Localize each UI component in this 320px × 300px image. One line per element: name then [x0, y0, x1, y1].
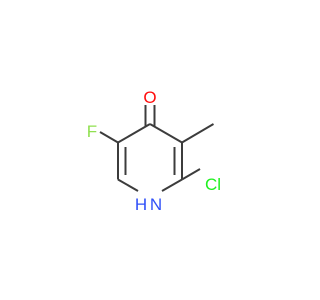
fluorine-atom-label: F	[87, 122, 97, 141]
bond-c3-methyl	[181, 123, 215, 144]
molecule-structure: O F Cl N H	[87, 88, 221, 214]
oxygen-atom-label: O	[143, 88, 156, 107]
nitrogen-hydrogen-label: H	[135, 195, 147, 214]
bond-c2-cl	[181, 168, 201, 181]
bond-c5-f	[99, 131, 119, 144]
bond-c6-n1	[117, 178, 139, 192]
molecule-canvas: O F Cl N H	[86, 88, 222, 214]
chlorine-atom-label: Cl	[205, 175, 221, 194]
nitrogen-atom-label: N	[150, 195, 162, 214]
bond-c4-c5	[117, 123, 151, 144]
bond-c2-n1	[161, 178, 183, 192]
bond-lines	[99, 105, 215, 192]
bond-c4-c3	[149, 123, 183, 144]
